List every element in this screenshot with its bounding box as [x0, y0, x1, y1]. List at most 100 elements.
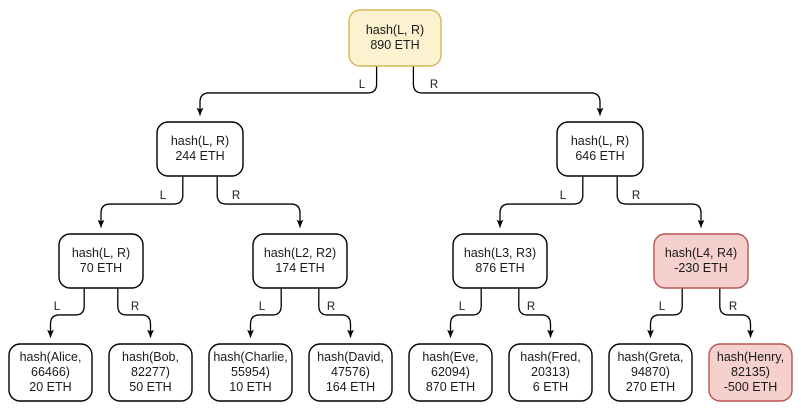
node-label-line: 244 ETH: [175, 149, 224, 163]
tree-edge: [247, 287, 282, 338]
node-label-line: 70 ETH: [80, 261, 122, 275]
tree-edge: [447, 287, 482, 338]
tree-node-leaf-bob[interactable]: hash(Bob,82277)50 ETH: [108, 343, 193, 402]
node-box: [653, 233, 749, 289]
tree-edge: [117, 287, 154, 338]
node-box: [508, 343, 593, 402]
tree-node-n-rr[interactable]: hash(L4, R4)-230 ETH: [653, 233, 749, 289]
edge-label-right: R: [430, 79, 438, 91]
node-label-line: 20313): [531, 365, 570, 379]
node-label-line: hash(L3, R3): [464, 246, 536, 260]
edge-label-right: R: [327, 301, 335, 313]
node-label-line: 890 ETH: [370, 38, 419, 52]
node-label-line: hash(L4, R4): [665, 246, 737, 260]
node-label-line: 10 ETH: [229, 380, 271, 394]
edges-layer: [47, 65, 754, 338]
edge-label-left: L: [560, 190, 567, 202]
node-label-line: 82277): [131, 365, 170, 379]
node-label-line: hash(Alice,: [20, 350, 82, 364]
node-label-line: hash(David,: [317, 350, 384, 364]
node-label-line: 94870): [631, 365, 670, 379]
tree-node-leaf-alice[interactable]: hash(Alice,66466)20 ETH: [8, 343, 93, 402]
tree-node-n-r[interactable]: hash(L, R)646 ETH: [556, 121, 644, 177]
tree-node-leaf-david[interactable]: hash(David,47576)164 ETH: [308, 343, 393, 402]
edge-label-left: L: [659, 301, 666, 313]
node-label-line: hash(L, R): [171, 134, 229, 148]
edge-label-right: R: [131, 301, 139, 313]
node-box: [208, 343, 293, 402]
tree-node-root[interactable]: hash(L, R)890 ETH: [348, 9, 442, 67]
edge-label-left: L: [459, 301, 466, 313]
node-label-line: hash(L2, R2): [264, 246, 336, 260]
tree-edge: [97, 175, 184, 228]
tree-node-leaf-henry[interactable]: hash(Henry,82135)-500 ETH: [708, 343, 793, 402]
tree-edge: [496, 175, 584, 228]
node-label-line: hash(Henry,: [717, 350, 784, 364]
node-label-line: 174 ETH: [275, 261, 324, 275]
node-label-line: 50 ETH: [129, 380, 171, 394]
tree-node-leaf-greta[interactable]: hash(Greta,94870)270 ETH: [608, 343, 693, 402]
node-box: [708, 343, 793, 402]
edge-label-right: R: [632, 190, 640, 202]
node-label-line: 270 ETH: [626, 380, 675, 394]
tree-node-leaf-fred[interactable]: hash(Fred,20313)6 ETH: [508, 343, 593, 402]
node-box: [452, 233, 548, 289]
tree-edge: [647, 287, 683, 338]
edge-label-left: L: [160, 190, 167, 202]
node-label-line: -230 ETH: [674, 261, 728, 275]
node-label-line: hash(Fred,: [520, 350, 580, 364]
node-label-line: 646 ETH: [575, 149, 624, 163]
node-label-line: 876 ETH: [475, 261, 524, 275]
edge-label-left: L: [54, 301, 61, 313]
tree-node-n-rl[interactable]: hash(L3, R3)876 ETH: [452, 233, 548, 289]
node-box: [608, 343, 693, 402]
tree-node-n-lr[interactable]: hash(L2, R2)174 ETH: [252, 233, 348, 289]
edge-label-left: L: [259, 301, 266, 313]
node-label-line: hash(Eve,: [422, 350, 478, 364]
edge-labels-layer: L R L R L R L R L R L R L R: [54, 79, 737, 313]
edge-label-right: R: [232, 190, 240, 202]
node-label-line: -500 ETH: [724, 380, 778, 394]
node-box: [408, 343, 493, 402]
node-label-line: 20 ETH: [29, 380, 71, 394]
node-label-line: 870 ETH: [426, 380, 475, 394]
node-label-line: 82135): [731, 365, 770, 379]
tree-edge: [412, 65, 604, 116]
edge-label-left: L: [359, 79, 366, 91]
node-label-line: hash(Charlie,: [213, 350, 287, 364]
edge-label-right: R: [527, 301, 535, 313]
tree-node-leaf-eve[interactable]: hash(Eve,62094)870 ETH: [408, 343, 493, 402]
node-box: [8, 343, 93, 402]
node-box: [108, 343, 193, 402]
tree-node-n-ll[interactable]: hash(L, R)70 ETH: [58, 233, 144, 289]
node-label-line: hash(Greta,: [617, 350, 683, 364]
node-box: [308, 343, 393, 402]
node-label-line: 164 ETH: [326, 380, 375, 394]
node-label-line: hash(L, R): [366, 23, 424, 37]
node-label-line: hash(L, R): [571, 134, 629, 148]
tree-node-n-l[interactable]: hash(L, R)244 ETH: [156, 121, 244, 177]
tree-node-leaf-charlie[interactable]: hash(Charlie,55954)10 ETH: [208, 343, 293, 402]
tree-edge: [216, 175, 304, 228]
node-label-line: 55954): [231, 365, 270, 379]
tree-edge: [719, 287, 754, 338]
node-label-line: 66466): [31, 365, 70, 379]
edge-label-right: R: [729, 301, 737, 313]
tree-edge: [196, 65, 378, 116]
node-box: [556, 121, 644, 177]
tree-edge: [518, 287, 554, 338]
node-label-line: hash(L, R): [72, 246, 130, 260]
node-box: [156, 121, 244, 177]
node-box: [58, 233, 144, 289]
node-box: [252, 233, 348, 289]
node-label-line: 62094): [431, 365, 470, 379]
tree-edge: [616, 175, 705, 228]
node-label-line: 47576): [331, 365, 370, 379]
node-label-line: 6 ETH: [533, 380, 568, 394]
node-box: [348, 9, 442, 67]
node-label-line: hash(Bob,: [122, 350, 179, 364]
tree-edge: [47, 287, 85, 338]
